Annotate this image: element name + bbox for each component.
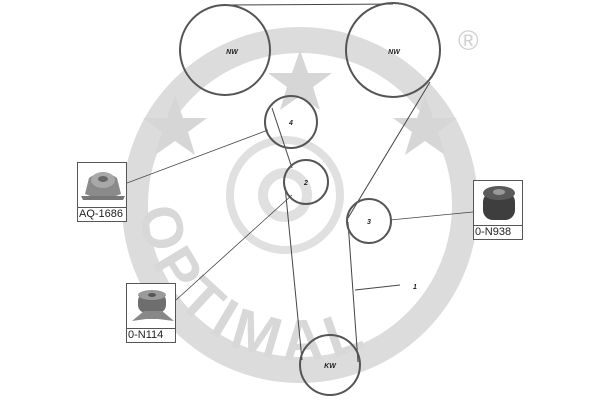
registered-mark: ®	[458, 25, 479, 56]
timing-belt	[224, 3, 431, 363]
idler-pulley-image	[483, 186, 515, 220]
pulley-label-kw: KW	[324, 363, 337, 370]
belt-leader-line	[354, 284, 401, 291]
part-code: AQ-1686	[78, 207, 126, 221]
pulley-label-4: 4	[288, 120, 293, 127]
part-water-pump[interactable]: AQ-1686	[77, 162, 127, 222]
pulley-label-nw-left: NW	[226, 49, 239, 56]
optimal-watermark-logo: ® OPTIMAL	[122, 25, 479, 383]
tensioner-pulley-image	[132, 290, 174, 321]
camshaft-pulley-right	[345, 2, 441, 98]
part-tensioner-pulley[interactable]: 0-N114	[126, 283, 176, 343]
water-pump-image	[81, 172, 125, 200]
crankshaft-pulley	[299, 334, 361, 396]
part-code: 0-N114	[127, 328, 175, 342]
pulley-label-2: 2	[303, 180, 308, 187]
part-leader-lines	[126, 129, 474, 301]
pulley-2	[283, 159, 329, 205]
pulley-label-nw-right: NW	[388, 49, 401, 56]
pulley-4	[264, 95, 318, 149]
pulley-3	[346, 198, 392, 244]
belt-label: 1	[413, 284, 417, 291]
part-code: 0-N938	[474, 225, 522, 239]
part-idler-pulley[interactable]: 0-N938	[473, 180, 523, 240]
pulley-label-3: 3	[367, 219, 371, 226]
camshaft-pulley-left	[179, 4, 271, 96]
